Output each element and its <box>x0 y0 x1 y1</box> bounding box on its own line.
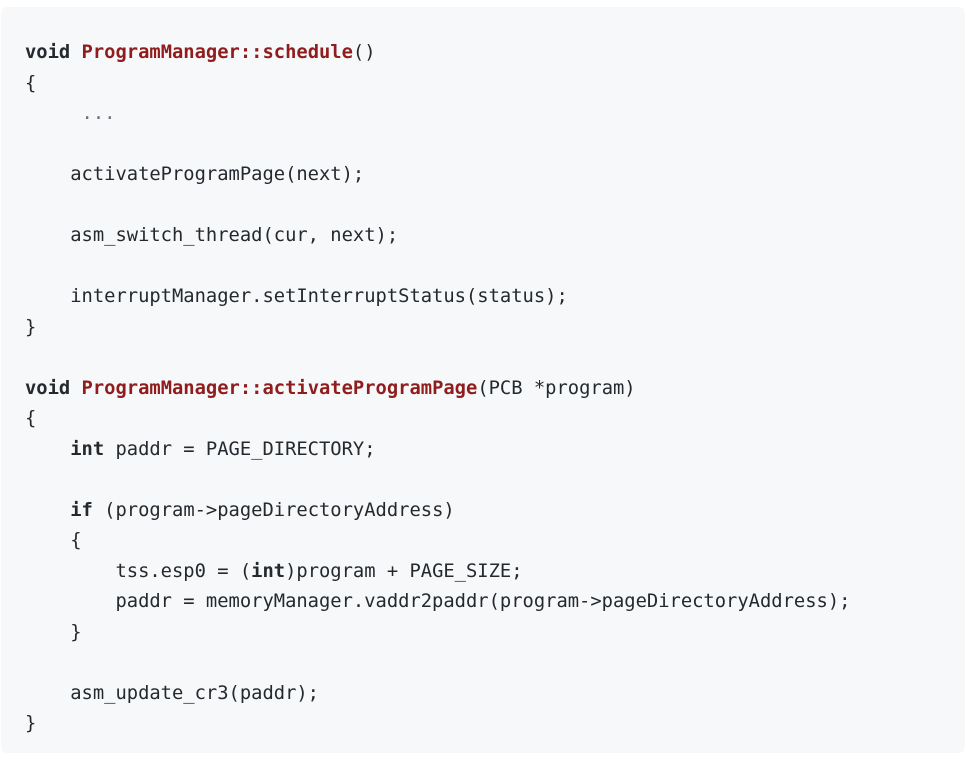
code-listing: void ProgramManager::schedule(){ ... act… <box>25 38 850 740</box>
function-name: ProgramManager::schedule <box>81 42 353 63</box>
code-indent <box>25 439 70 460</box>
keyword: int <box>251 560 286 582</box>
code-line: interruptManager.setInterruptStatus(stat… <box>25 286 568 307</box>
code-line <box>25 130 850 161</box>
code-line: int paddr = PAGE_DIRECTORY; <box>25 435 850 466</box>
code-line: asm_switch_thread(cur, next); <box>25 225 399 246</box>
keyword: int <box>70 438 105 460</box>
code-line: void ProgramManager::activateProgramPage… <box>25 374 850 405</box>
code-text: (program->pageDirectoryAddress) <box>92 499 455 521</box>
code-line: ... <box>25 103 116 124</box>
code-line <box>25 252 850 283</box>
code-line: paddr = memoryManager.vaddr2paddr(progra… <box>25 591 851 612</box>
code-line <box>25 191 850 222</box>
code-line: { <box>25 530 82 551</box>
code-line: { <box>25 72 37 94</box>
code-indent <box>25 500 70 521</box>
code-line: tss.esp0 = (int)program + PAGE_SIZE; <box>25 557 850 588</box>
code-text: )program + PAGE_SIZE; <box>285 560 523 582</box>
code-line: void ProgramManager::schedule() <box>25 38 850 69</box>
code-text: () <box>352 42 376 63</box>
code-text: tss.esp0 = ( <box>25 560 252 582</box>
keyword: if <box>70 499 93 521</box>
code-text: paddr = PAGE_DIRECTORY; <box>104 438 376 460</box>
code-line: } <box>25 713 37 734</box>
code-block: void ProgramManager::schedule(){ ... act… <box>1 7 965 753</box>
code-line: activateProgramPage(next); <box>25 164 365 185</box>
keyword: void <box>25 42 71 63</box>
code-line: } <box>25 621 82 643</box>
code-line: { <box>25 408 37 429</box>
keyword: void <box>25 377 71 399</box>
function-name: ProgramManager::activateProgramPage <box>81 377 478 399</box>
code-line <box>25 343 850 374</box>
code-line: if (program->pageDirectoryAddress) <box>25 496 850 527</box>
code-line: } <box>25 316 37 338</box>
code-line: asm_update_cr3(paddr); <box>25 682 319 704</box>
code-line <box>25 465 850 496</box>
code-line <box>25 648 850 679</box>
code-text: (PCB *program) <box>477 377 636 399</box>
